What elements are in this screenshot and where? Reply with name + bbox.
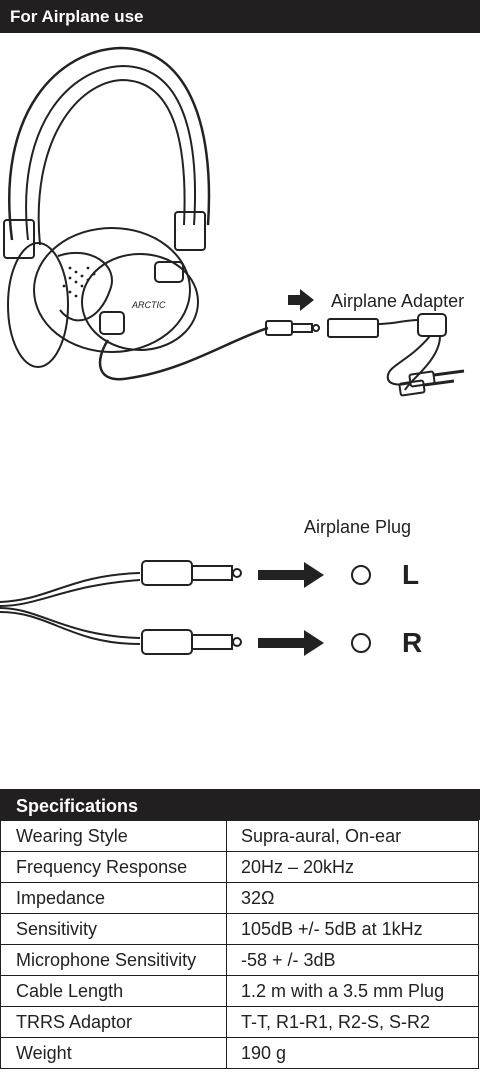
spec-key: Cable Length: [0, 975, 227, 1007]
section-header: For Airplane use: [0, 0, 480, 33]
left-channel-label: L: [402, 559, 420, 590]
arrow-right-icon: [258, 630, 324, 656]
right-jack-icon: [351, 633, 371, 653]
spec-key: Impedance: [0, 882, 227, 914]
left-jack-icon: [351, 565, 371, 585]
spec-key: Wearing Style: [0, 820, 227, 852]
adapter-label: Airplane Adapter: [331, 291, 465, 311]
brand-logo: ARCTIC: [131, 300, 166, 310]
arrow-right-icon: [288, 289, 314, 311]
arrow-right-icon: [258, 562, 324, 588]
spec-value: 32Ω: [226, 882, 479, 914]
spec-value: 105dB +/- 5dB at 1kHz: [226, 913, 479, 945]
headphone-adapter-illustration: ARCTIC: [3, 46, 465, 397]
table-row: Microphone Sensitivity-58 + /- 3dB: [0, 944, 479, 976]
spec-value: Supra-aural, On-ear: [226, 820, 479, 852]
section-title: For Airplane use: [10, 7, 144, 26]
plug-label: Airplane Plug: [304, 517, 412, 537]
spec-value: 1.2 m with a 3.5 mm Plug: [226, 975, 479, 1007]
spec-key: Frequency Response: [0, 851, 227, 883]
specs-title: Specifications: [16, 796, 139, 816]
spec-key: TRRS Adaptor: [0, 1006, 227, 1038]
airplane-plug-illustration: [0, 560, 371, 656]
spec-value: 190 g: [226, 1037, 479, 1069]
specs-header: Specifications: [0, 789, 480, 820]
spec-value: 20Hz – 20kHz: [226, 851, 479, 883]
spec-value: -58 + /- 3dB: [226, 944, 479, 976]
spec-key: Weight: [0, 1037, 227, 1069]
spec-value: T-T, R1-R1, R2-S, S-R2: [226, 1006, 479, 1038]
spec-key: Sensitivity: [0, 913, 227, 945]
spec-key: Microphone Sensitivity: [0, 944, 227, 976]
right-channel-label: R: [402, 627, 423, 658]
